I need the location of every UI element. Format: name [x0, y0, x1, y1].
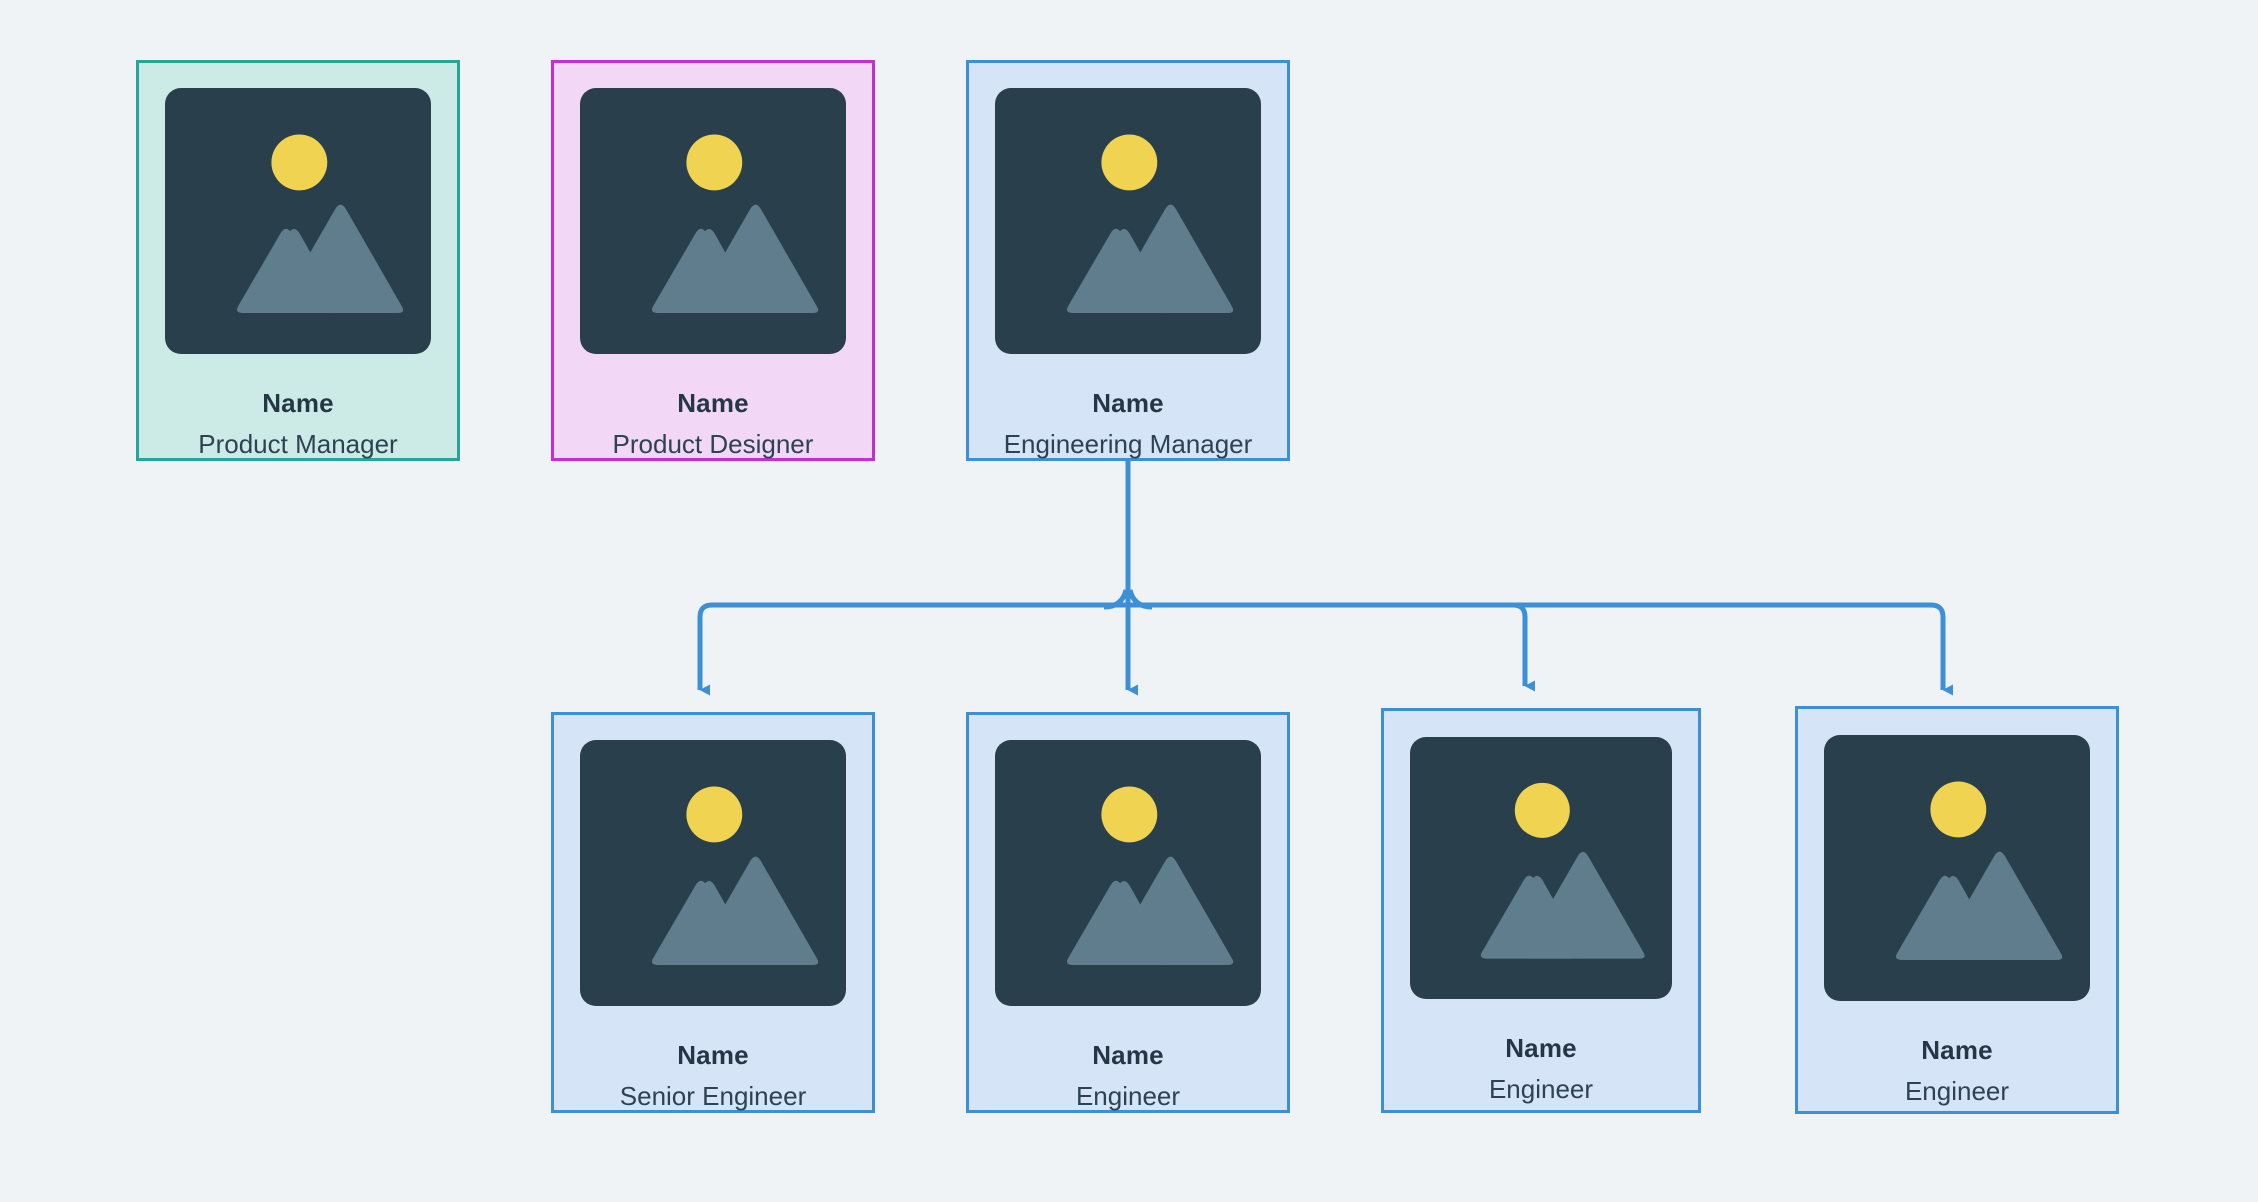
card-name: Name [677, 388, 749, 418]
junction-fillet-left [1103, 589, 1129, 610]
bus-right [1128, 602, 1953, 696]
card-role: Engineer [1904, 1075, 2010, 1106]
card-name: Name [1505, 1033, 1577, 1063]
card-role: Product Manager [198, 428, 398, 459]
image-placeholder-icon [995, 740, 1261, 1006]
image-placeholder-icon [165, 88, 431, 354]
bus-left [697, 602, 1128, 696]
card-name: Name [1921, 1035, 1993, 1065]
image-placeholder-icon [1410, 737, 1672, 999]
image-placeholder-icon [580, 740, 846, 1006]
card-name: Name [1092, 1040, 1164, 1070]
card-role: Senior Engineer [619, 1080, 807, 1111]
image-placeholder-icon [580, 88, 846, 354]
image-placeholder-icon [1824, 735, 2090, 1001]
card-role: Product Designer [612, 428, 814, 459]
junction-fillet-right [1127, 589, 1153, 610]
card-role: Engineering Manager [1003, 428, 1253, 459]
card-name: Name [262, 388, 334, 418]
card-name: Name [677, 1040, 749, 1070]
card-role: Engineer [1075, 1080, 1181, 1111]
card-role: Engineer [1488, 1073, 1594, 1104]
drop-engineer-2 [1512, 602, 1535, 692]
card-name: Name [1092, 388, 1164, 418]
image-placeholder-icon [995, 88, 1261, 354]
